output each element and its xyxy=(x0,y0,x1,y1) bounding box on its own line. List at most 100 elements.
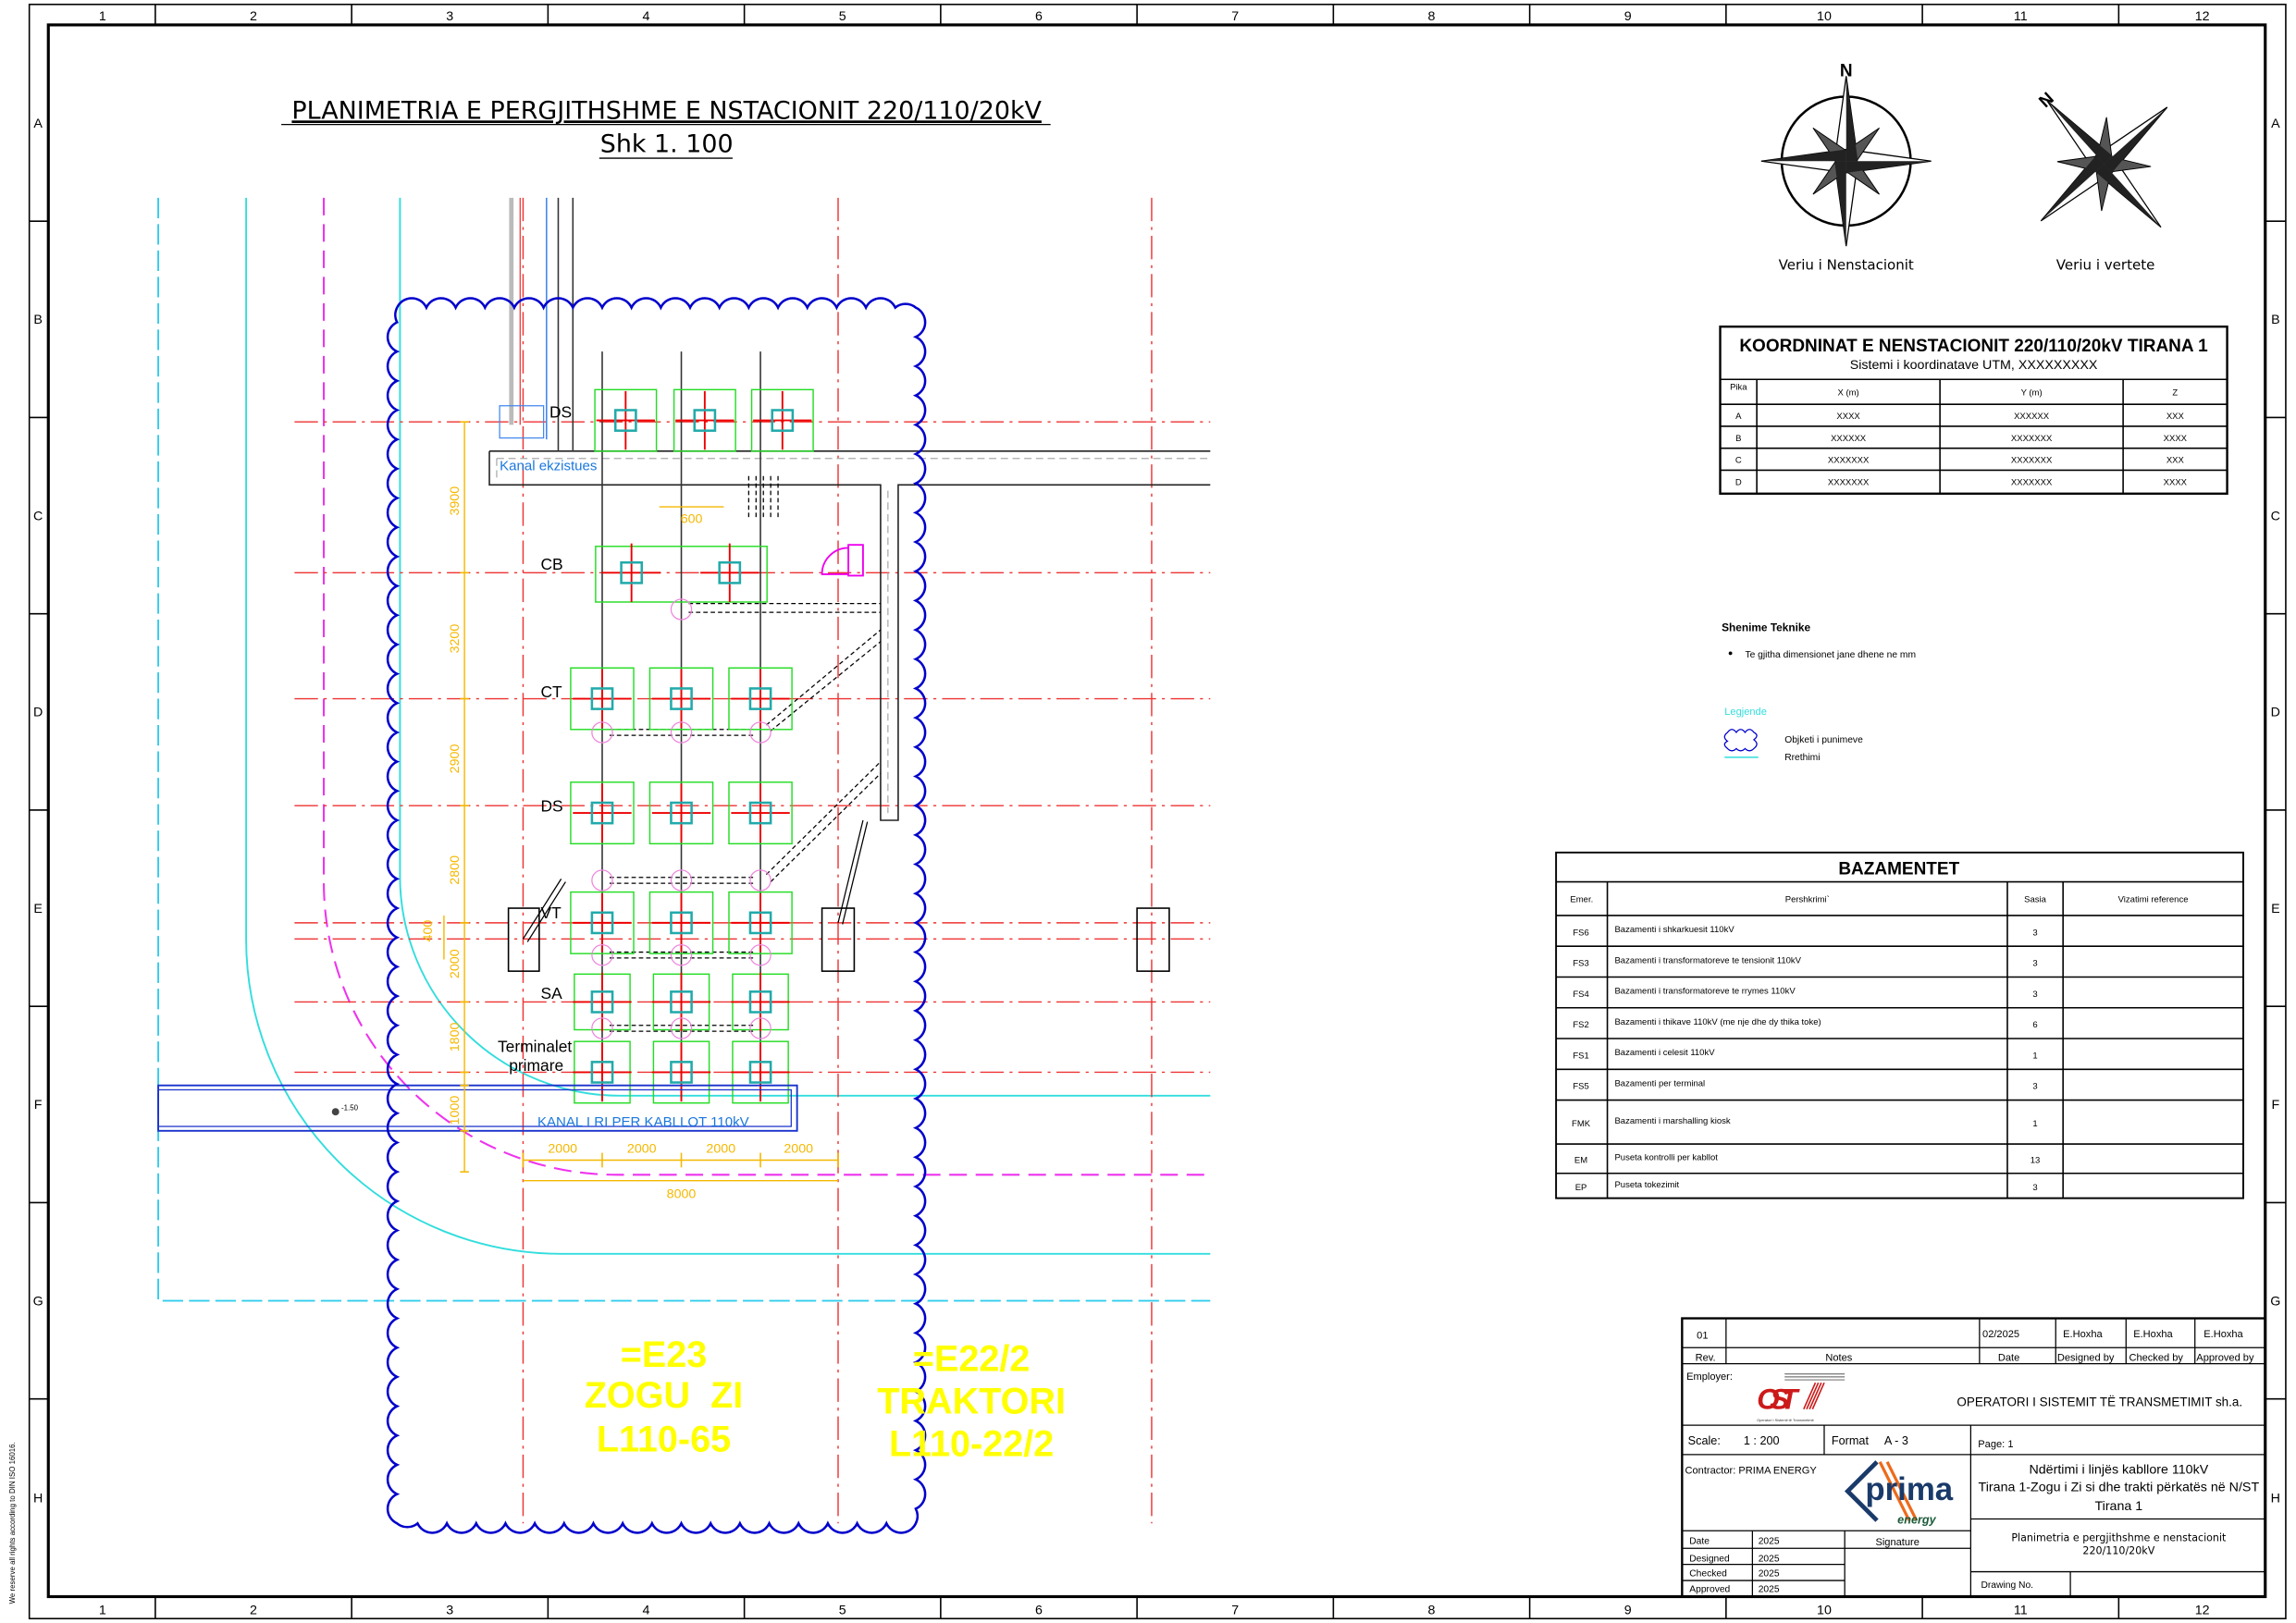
vt-cable xyxy=(522,819,869,942)
foundation-outline xyxy=(673,388,736,452)
ruler-column-bottom: 2 xyxy=(250,1603,257,1617)
foundation-quantity: 1 xyxy=(2032,1119,2037,1129)
work-area-cloud xyxy=(386,297,927,1534)
dim-2000: 2000 xyxy=(448,949,463,978)
bullet-icon xyxy=(1728,651,1733,656)
compass-ray-shade xyxy=(1845,76,1858,162)
dim-600: 600 xyxy=(681,511,703,526)
ruler-row-right: B xyxy=(2271,313,2280,327)
foundation-code: FS1 xyxy=(1573,1051,1588,1061)
pedestal xyxy=(670,1061,693,1084)
prima-logo-subtitle: energy xyxy=(1897,1513,1936,1526)
vt-support-left xyxy=(507,907,540,972)
table-cell: XXXXXXX xyxy=(2011,434,2053,444)
tb-signature-label: Signature xyxy=(1875,1537,1919,1548)
tb-page: Page: 1 xyxy=(1978,1439,2013,1450)
table-cell: XXXXXXX xyxy=(1828,456,1870,466)
cable-pit xyxy=(591,721,613,744)
ost-logo-subtitle: Operatori i Sistemit të Transmetimit xyxy=(1757,1418,1814,1422)
foundation-outline xyxy=(750,388,814,452)
pedestal xyxy=(771,409,795,432)
dimension-lines xyxy=(443,422,838,1182)
fence-arc-1 xyxy=(245,197,1211,1255)
label-vt: VT xyxy=(540,904,562,922)
label-ds-top: DS xyxy=(549,402,572,421)
ruler-column-bottom: 8 xyxy=(1428,1603,1436,1617)
ruler-row-left: G xyxy=(33,1294,43,1309)
pedestal xyxy=(670,687,693,710)
table-header: Y (m) xyxy=(2021,388,2043,399)
pedestal xyxy=(670,801,693,825)
tb-contractor: Contractor: PRIMA ENERGY xyxy=(1685,1465,1818,1476)
tb-date-row-value: 2025 xyxy=(1759,1554,1780,1564)
ruler-column-bottom: 11 xyxy=(2014,1603,2028,1617)
fence-arc-2 xyxy=(399,197,1211,1097)
pedestal xyxy=(590,687,614,710)
foundation-description: Bazamenti i marshalling kiosk xyxy=(1614,1116,1730,1126)
table-header: X (m) xyxy=(1838,388,1859,399)
ruler-column-top: 2 xyxy=(250,9,257,24)
foundation-outline xyxy=(570,891,635,954)
foundation-quantity: 3 xyxy=(2032,1183,2037,1193)
prima-logo-text: prima xyxy=(1865,1471,1953,1507)
pedestal xyxy=(693,409,717,432)
site-plan: KANAL I RI PER KABLLOT 110kV Kanal ekzis… xyxy=(157,197,1211,1534)
pedestal xyxy=(748,1061,772,1084)
table-cell: XXXXXXX xyxy=(2011,477,2053,487)
foundation-quantity: 3 xyxy=(2032,990,2037,1000)
note-item: Te gjitha dimensionet jane dhene ne mm xyxy=(1745,650,1916,660)
dim-3900: 3900 xyxy=(448,486,463,516)
ruler-row-right: A xyxy=(2271,117,2280,131)
cable-pit xyxy=(591,944,613,966)
pedestal xyxy=(590,911,614,935)
dim-h-4: 2000 xyxy=(784,1142,813,1157)
ruler-column-bottom: 4 xyxy=(643,1603,650,1617)
table-cell: XXXX xyxy=(2164,434,2188,444)
margin-note: We reserve all rights according to DIN I… xyxy=(8,1442,17,1604)
foundation-quantity: 3 xyxy=(2032,1082,2037,1092)
foundation-code: FS6 xyxy=(1573,928,1588,938)
fence-outer xyxy=(157,197,1211,1302)
ost-logo: OST Operatori i Sistemit të Transmetimit xyxy=(1757,1373,1845,1422)
tb-scale-value: 1 : 200 xyxy=(1744,1434,1780,1447)
compass-substation-north-label: Veriu i Nenstacionit xyxy=(1779,256,1914,273)
pedestal xyxy=(613,409,637,432)
title-block xyxy=(1681,1317,2266,1598)
tb-project-line1: Ndërtimi i linjës kabllore 110kV xyxy=(2029,1462,2208,1477)
ruler-row-left: H xyxy=(33,1491,43,1506)
dim-2800: 2800 xyxy=(448,855,463,885)
tb-hdr-designed: Designed by xyxy=(2057,1352,2115,1363)
pedestal xyxy=(748,687,772,710)
bay-2-code: =E22/2 xyxy=(913,1339,1031,1380)
table-cell: XXX xyxy=(2166,456,2185,466)
table-cell: XXXXXXX xyxy=(1828,477,1870,487)
foundation-code: FMK xyxy=(1572,1119,1591,1129)
existing-channel-label: Kanal ekzistues xyxy=(500,458,597,473)
ruler-column-top: 12 xyxy=(2195,9,2210,24)
compass-ray-shade xyxy=(1760,149,1846,162)
pedestal xyxy=(748,990,772,1014)
tb-employer-label: Employer: xyxy=(1686,1371,1733,1383)
dim-h-3: 2000 xyxy=(706,1142,735,1157)
cloud-legend-icon xyxy=(1723,729,1758,752)
magenta-boundary xyxy=(323,197,1211,1176)
label-sa: SA xyxy=(540,984,562,1002)
table-cell: XXXX xyxy=(2164,477,2188,487)
ruler-column-bottom: 1 xyxy=(99,1603,106,1617)
existing-channel xyxy=(488,450,1211,821)
tb-format-label: Format xyxy=(1832,1434,1870,1447)
bay-1-name: ZOGU ZI xyxy=(585,1375,744,1416)
ruler-row-right: G xyxy=(2270,1294,2280,1309)
table-header: Pershkrimi` xyxy=(1785,895,1830,905)
tb-hdr-date: Date xyxy=(1998,1352,2019,1363)
foundation-code: EP xyxy=(1575,1183,1587,1193)
table-cell: XXXX xyxy=(1836,412,1860,422)
table-cell: XXX xyxy=(2166,412,2185,422)
tb-format-value: A - 3 xyxy=(1884,1434,1908,1447)
table-cell: C xyxy=(1735,456,1742,466)
dim-1000: 1000 xyxy=(448,1096,463,1125)
tb-date-row-label: Approved xyxy=(1689,1585,1730,1595)
tb-date-row-label: Date xyxy=(1689,1536,1710,1546)
pedestal xyxy=(620,560,644,584)
